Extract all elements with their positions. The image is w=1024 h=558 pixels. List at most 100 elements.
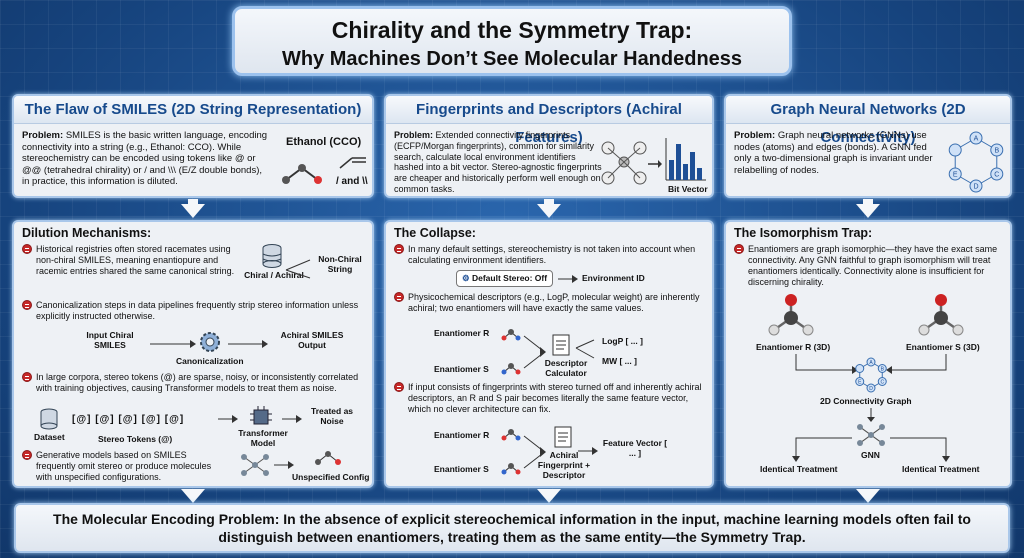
enantiomer-s-label: Enantiomer S <box>434 364 489 374</box>
fingerprint-network-icon <box>601 141 647 185</box>
default-stereo-toggle: ⚙ Default Stereo: Off <box>456 270 554 287</box>
molecule-r-icon <box>501 429 521 441</box>
collapse-header: The Collapse: <box>394 226 476 240</box>
identical-treatment-1: Identical Treatment <box>760 464 838 474</box>
document-icon <box>552 334 570 356</box>
feature-vector-label: Feature Vector [ ... ] <box>602 438 668 458</box>
graph-node-label: E <box>858 379 862 385</box>
document-icon <box>554 426 572 448</box>
graph-node-label: D <box>973 183 978 190</box>
graph-node-label: E <box>953 171 958 178</box>
molecule-icon <box>315 451 341 465</box>
list-item: Physicochemical descriptors (e.g., LogP,… <box>394 292 706 314</box>
bullet-icon <box>394 244 404 254</box>
molecule-s-3d-icon <box>918 294 964 336</box>
descriptor-calc-label: Descriptor Calculator <box>544 358 588 378</box>
mini-graph-icon: A B C D E <box>855 357 887 393</box>
bullet-icon <box>22 450 32 460</box>
fingerprint-header: Fingerprints and Descriptors (Achiral Fe… <box>386 96 712 146</box>
graph-node <box>855 364 865 373</box>
treated-noise-label: Treated as Noise <box>310 406 354 426</box>
gnn-problem-panel: Graph Neural Networks (2D Connectivity) … <box>724 94 1012 198</box>
graph-node <box>866 357 876 367</box>
achiral-fp-label: Achiral Fingerprint + Descriptor <box>537 450 591 480</box>
fork-arrow-icon <box>285 259 311 279</box>
diverge-arrows-icon <box>792 437 950 462</box>
graph-node-label: B <box>994 147 999 154</box>
dataset-label: Dataset <box>34 432 65 442</box>
gnn-problem-text: Problem: Graph neural networks (GNNs) us… <box>734 130 933 176</box>
arrow-icon <box>578 447 598 455</box>
graph-node-label: C <box>880 379 884 385</box>
input-chiral-label: Input Chiral SMILES <box>86 330 134 350</box>
arrow-icon <box>218 415 238 423</box>
graph-node <box>948 143 962 157</box>
graph-node-label: D <box>869 386 873 392</box>
list-item: Canonicalization steps in data pipelines… <box>22 300 362 322</box>
neural-network-icon <box>241 454 269 476</box>
isomorphism-panel: The Isomorphism Trap: Enantiomers are gr… <box>724 220 1012 488</box>
transformer-label: Transformer Model <box>238 428 288 448</box>
enantiomer-s3d-label: Enantiomer S (3D) <box>906 342 980 352</box>
graph-ring-icon: A B C D E <box>948 131 1004 193</box>
ethanol-label: Ethanol (CCO) <box>286 136 362 148</box>
enantiomer-s-label: Enantiomer S <box>434 464 489 474</box>
pipeline-arrow-icon <box>150 340 268 348</box>
enantiomer-r-label: Enantiomer R <box>434 430 490 440</box>
molecule-s-icon <box>501 363 521 375</box>
bullet-icon <box>22 300 32 310</box>
connector-stem <box>188 199 198 205</box>
graph-node <box>877 377 887 386</box>
list-item: If input consists of fingerprints with s… <box>394 382 706 415</box>
graph-node-label: A <box>869 360 873 366</box>
merge-arrows-icon <box>523 335 546 369</box>
smiles-header: The Flaw of SMILES (2D String Representa… <box>14 96 372 124</box>
gear-icon: ⚙ <box>462 273 472 283</box>
enantiomer-r-label: Enantiomer R <box>434 328 490 338</box>
dilution-panel: Dilution Mechanisms: Historical registri… <box>12 220 374 488</box>
bit-vector-chart-icon <box>665 138 706 181</box>
merge-arrows-icon <box>523 435 546 469</box>
chiral-achiral-label: Chiral / Achiral <box>244 270 304 280</box>
title-banner: Chirality and the Symmetry Trap: Why Mac… <box>232 6 792 76</box>
gear-icon <box>200 332 220 352</box>
logp-label: LogP [ ... ] <box>602 336 643 346</box>
graph-node <box>948 167 962 181</box>
fingerprint-problem-panel: Fingerprints and Descriptors (Achiral Fe… <box>384 94 714 198</box>
list-item: Historical registries often stored racem… <box>22 244 236 277</box>
graph-node <box>866 383 876 393</box>
canonicalization-label: Canonicalization <box>176 356 244 366</box>
unspecified-config-label: Unspecified Config <box>292 472 370 482</box>
graph-node-label: B <box>881 366 885 372</box>
connector-stem <box>544 199 554 205</box>
title-line-2: Why Machines Don’t See Molecular Handedn… <box>281 48 743 70</box>
graph-node <box>855 377 865 386</box>
gnn-label: GNN <box>861 450 880 460</box>
arrow-icon <box>274 461 294 469</box>
smiles-problem-panel: The Flaw of SMILES (2D String Representa… <box>12 94 374 198</box>
bit-vector-label: Bit Vector <box>668 184 708 194</box>
identical-treatment-2: Identical Treatment <box>902 464 980 474</box>
conclusion-banner: The Molecular Encoding Problem: In the a… <box>14 503 1010 553</box>
arrow-icon <box>648 160 662 168</box>
non-chiral-string-label: Non-Chiral String <box>318 254 362 274</box>
list-item: In many default settings, stereochemistr… <box>394 244 706 266</box>
molecule-s-icon <box>501 463 521 475</box>
split-arrows-icon <box>575 339 595 359</box>
gnn-network-icon <box>857 424 885 446</box>
down-arrow-icon <box>537 489 561 503</box>
arrow-icon <box>558 275 578 283</box>
gnn-header: Graph Neural Networks (2D Connectivity) <box>726 96 1010 146</box>
smiles-problem-text: Problem: SMILES is the basic written lan… <box>22 130 268 187</box>
bullet-icon <box>22 244 32 254</box>
environment-id-label: Environment ID <box>582 273 645 283</box>
molecule-r-3d-icon <box>768 294 814 336</box>
down-arrow-icon <box>537 204 561 218</box>
graph-node-label: A <box>974 135 979 142</box>
ethanol-molecule-icon <box>282 164 322 184</box>
graph-node-label: C <box>994 171 999 178</box>
dilution-header: Dilution Mechanisms: <box>22 226 152 240</box>
stereo-tokens-label: Stereo Tokens (@) <box>98 434 173 444</box>
down-arrow-icon <box>181 204 205 218</box>
dataset-database-icon <box>40 408 58 430</box>
